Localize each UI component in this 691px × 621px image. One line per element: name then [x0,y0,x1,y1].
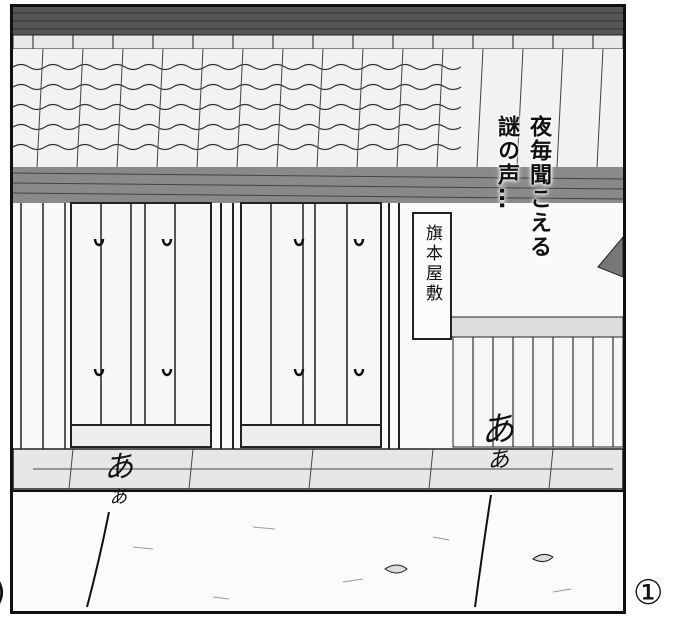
estate-sign: 旗本屋敷 [412,212,452,340]
panel-number: ① [633,573,664,613]
sfx-voice-left-2: あ [108,486,129,509]
manga-panel: 夜毎聞こえる 謎の声… 旗本屋敷 あ あ あ あ [10,4,626,614]
estate-sign-text: 旗本屋敷 [422,224,442,304]
sfx-voice-left-1: あ [101,448,136,487]
narration-line-2: 謎の声… [494,115,519,211]
estate-illustration [13,7,623,611]
sfx-voice-right-2: あ [486,446,511,475]
previous-panel-number-fragment: ) [0,575,6,611]
narration-line-1: 夜毎聞こえる [526,115,551,259]
